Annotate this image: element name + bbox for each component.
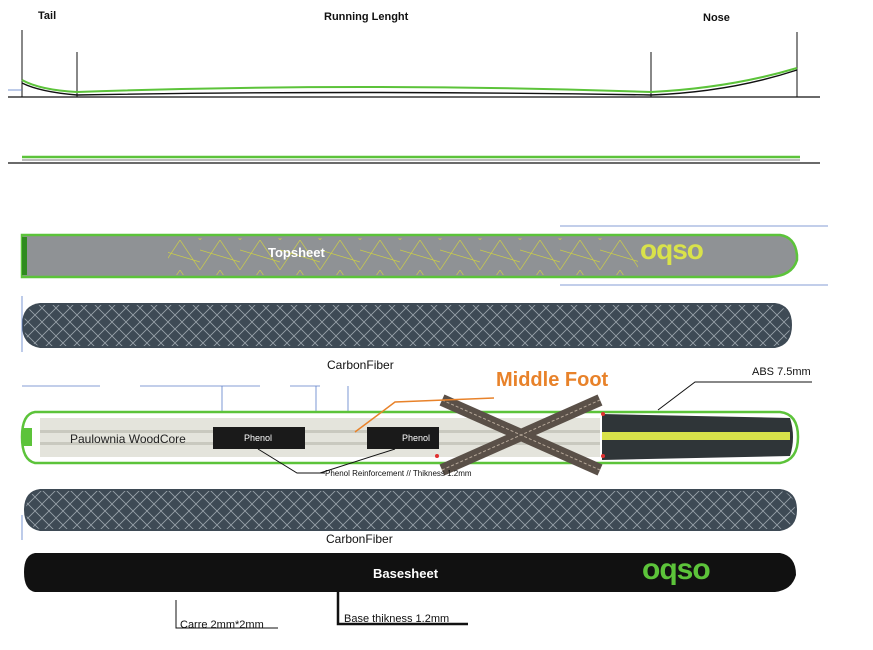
middle-foot-label: Middle Foot (496, 369, 609, 391)
phenol-2-label: Phenol (402, 433, 431, 443)
carbon-fiber-top-label: CarbonFiber (327, 358, 394, 372)
topsheet-logo: oqso (640, 234, 704, 265)
woodcore-label: Paulownia WoodCore (70, 432, 186, 446)
abs-label: ABS 7.5mm (752, 366, 811, 378)
nose-label: Nose (703, 12, 730, 24)
basesheet-label: Basesheet (373, 566, 439, 581)
carbon-bottom-layer (21, 489, 797, 540)
basesheet-layer (24, 553, 796, 629)
topsheet-label: Topsheet (268, 245, 325, 260)
carbon-top-layer (21, 296, 792, 352)
phenol-note-label: Phenol Reinforcement // Thikness 1.2mm (325, 469, 472, 478)
tail-label: Tail (38, 10, 57, 22)
base-thickness-label: Base thikness 1.2mm (344, 613, 450, 625)
core-layer (20, 381, 812, 476)
running-length-label: Running Lenght (324, 11, 409, 23)
carbon-fiber-bottom-label: CarbonFiber (326, 532, 393, 546)
side-profile (8, 30, 820, 98)
flat-profile (8, 155, 820, 164)
carre-label: Carre 2mm*2mm (180, 619, 264, 631)
topsheet-layer (20, 225, 828, 286)
phenol-1-label: Phenol (244, 433, 273, 443)
basesheet-logo: oqso (642, 553, 711, 586)
